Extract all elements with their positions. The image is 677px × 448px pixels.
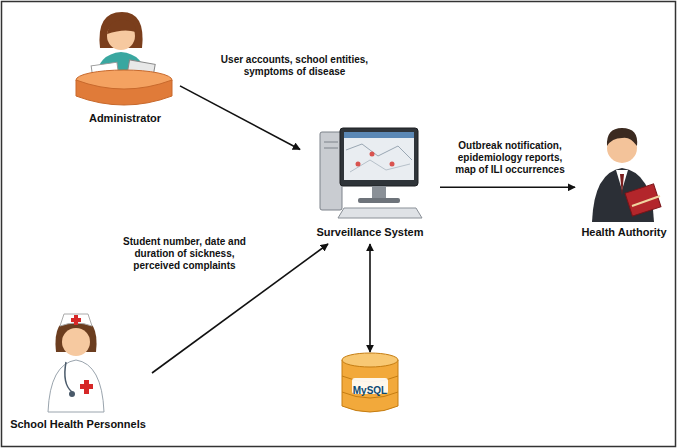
node-label: MySQL [353, 384, 387, 398]
node-label: Surveillance System [316, 225, 423, 239]
edge-label: Student number, date and duration of sic… [120, 236, 249, 272]
actor-node: School Health Personnels [4, 310, 152, 436]
actor-node: Administrator [70, 4, 180, 130]
database-node: MySQL [340, 352, 400, 414]
icon-space [344, 356, 396, 380]
computer-icon [320, 128, 422, 218]
flow-arrow [180, 86, 300, 150]
icon-space [579, 122, 669, 222]
actor-node: Health Authority [575, 118, 673, 244]
nurse-icon [48, 314, 104, 412]
health-authority-icon [592, 128, 661, 222]
administrator-icon [76, 12, 172, 105]
icon-space [304, 122, 436, 222]
edge-label: Outbreak notification, epidemiology repo… [446, 140, 574, 176]
flow-arrow [440, 187, 575, 189]
icon-space [8, 314, 148, 414]
flow-arrow [369, 244, 371, 352]
icon-space [74, 8, 176, 108]
node-label: Health Authority [581, 225, 666, 239]
database-icon [342, 353, 398, 412]
node-label: Administrator [89, 111, 161, 125]
edge-label: User accounts, school entities, symptoms… [210, 54, 379, 78]
system-node: Surveillance System [300, 118, 440, 244]
node-label: School Health Personnels [10, 417, 146, 431]
